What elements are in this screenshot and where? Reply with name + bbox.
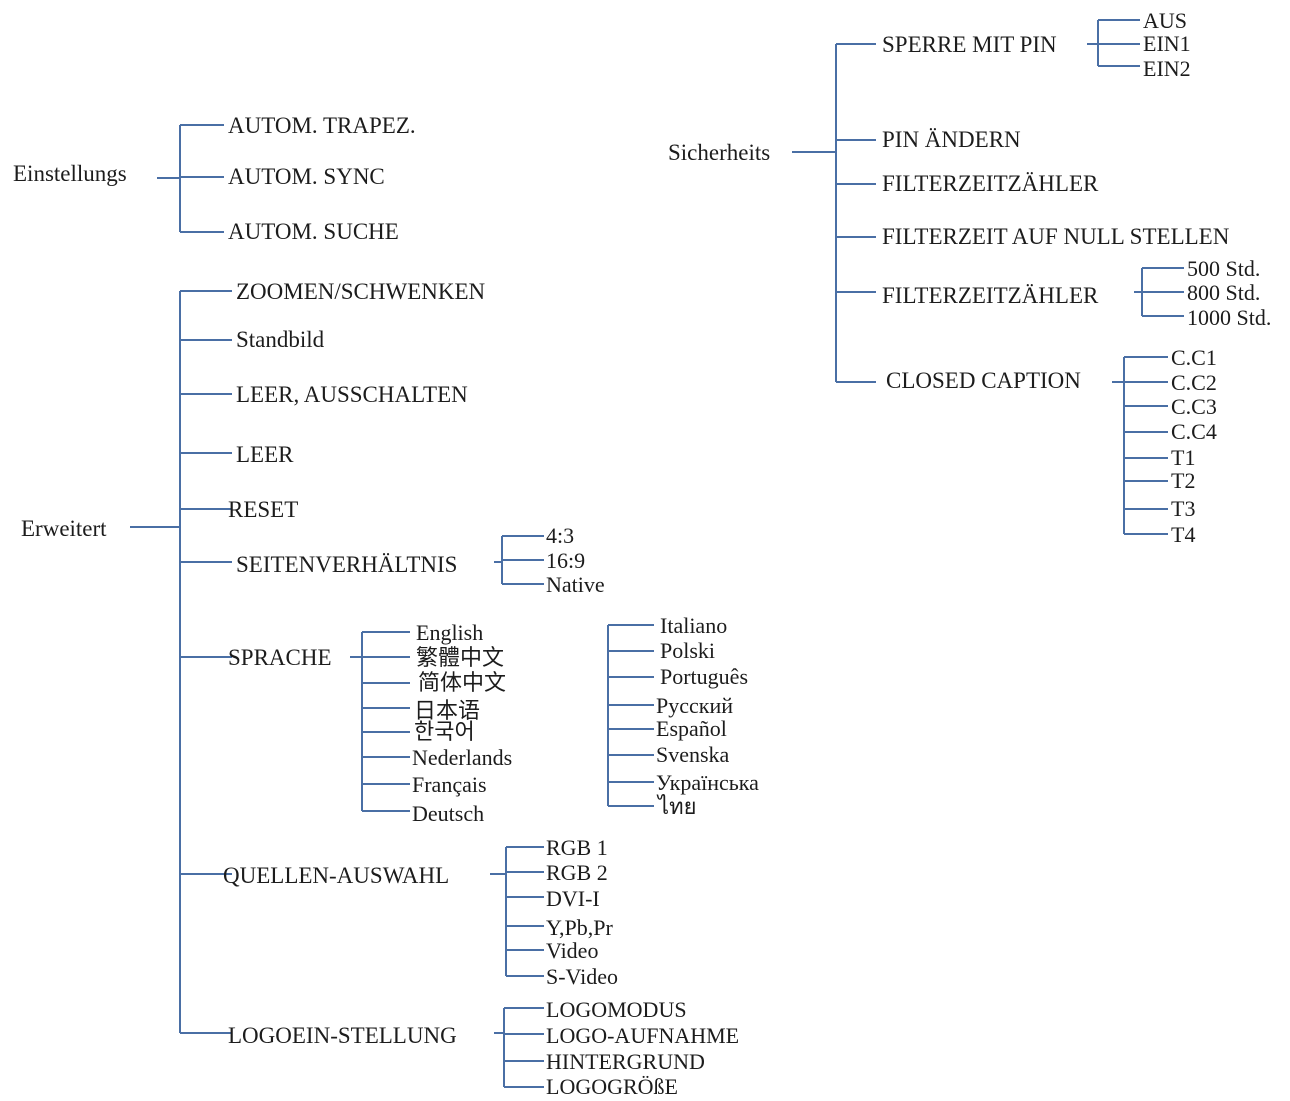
node-einstellungs: Einstellungs xyxy=(13,161,127,186)
lang-korean: 한국어 xyxy=(414,719,475,744)
node-filterzeit-null-stellen: FILTERZEIT AUF NULL STELLEN xyxy=(882,224,1230,249)
option-16-9: 16:9 xyxy=(546,548,586,573)
cc-t4: T4 xyxy=(1171,522,1196,547)
option-4-3: 4:3 xyxy=(546,523,575,548)
node-erweitert: Erweitert xyxy=(21,516,107,541)
pin-ein2: EIN2 xyxy=(1143,56,1191,81)
lang-english: English xyxy=(416,620,484,645)
node-reset: RESET xyxy=(228,497,299,522)
pin-aus: AUS xyxy=(1143,8,1188,33)
lang-deutsch: Deutsch xyxy=(412,801,485,826)
source-dvi-i: DVI-I xyxy=(546,886,600,911)
logo-hintergrund: HINTERGRUND xyxy=(546,1049,705,1074)
logo-logo-aufnahme: LOGO-AUFNAHME xyxy=(546,1023,740,1048)
node-leer: LEER xyxy=(236,442,294,467)
cc-c3: C.C3 xyxy=(1171,394,1217,419)
filter-500-std: 500 Std. xyxy=(1187,256,1261,281)
node-autom-sync: AUTOM. SYNC xyxy=(228,164,385,189)
filter-800-std: 800 Std. xyxy=(1187,280,1261,305)
node-zoomen-schwenken: ZOOMEN/SCHWENKEN xyxy=(236,279,486,304)
logo-logomodus: LOGOMODUS xyxy=(546,997,687,1022)
lang-russian: Русский xyxy=(656,693,733,718)
option-native: Native xyxy=(546,572,605,597)
logo-logogroesse: LOGOGRÖßE xyxy=(546,1074,678,1099)
cc-t2: T2 xyxy=(1171,468,1196,493)
lang-simplified-chinese: 简体中文 xyxy=(418,670,507,695)
cc-c1: C.C1 xyxy=(1171,345,1217,370)
source-rgb-2: RGB 2 xyxy=(546,860,608,885)
lang-italiano: Italiano xyxy=(660,613,728,638)
node-sperre-mit-pin: SPERRE MIT PIN xyxy=(882,32,1057,57)
lang-nederlands: Nederlands xyxy=(412,745,513,770)
node-autom-suche: AUTOM. SUCHE xyxy=(228,219,399,244)
cc-t3: T3 xyxy=(1171,496,1196,521)
cc-c4: C.C4 xyxy=(1171,419,1217,444)
source-video: Video xyxy=(546,938,599,963)
lang-thai: ไทย xyxy=(658,794,697,819)
source-s-video: S-Video xyxy=(546,964,619,989)
lang-japanese: 日本语 xyxy=(414,698,481,723)
lang-portugues: Português xyxy=(660,664,748,689)
node-quellen-auswahl: QUELLEN-AUSWAHL xyxy=(223,863,450,888)
lang-traditional-chinese: 繁體中文 xyxy=(416,645,505,670)
node-seitenverhaeltnis: SEITENVERHÄLTNIS xyxy=(236,552,458,577)
node-sicherheits: Sicherheits xyxy=(668,140,771,165)
lang-francais: Français xyxy=(412,772,487,797)
node-closed-caption: CLOSED CAPTION xyxy=(886,368,1081,393)
source-ypbpr: Y,Pb,Pr xyxy=(546,915,613,940)
node-autom-trapez: AUTOM. TRAPEZ. xyxy=(228,113,416,138)
filter-1000-std: 1000 Std. xyxy=(1187,305,1272,330)
source-rgb-1: RGB 1 xyxy=(546,835,608,860)
lang-polski: Polski xyxy=(660,638,716,663)
pin-ein1: EIN1 xyxy=(1143,31,1191,56)
cc-t1: T1 xyxy=(1171,445,1196,470)
lang-svenska: Svenska xyxy=(656,742,730,767)
cc-c2: C.C2 xyxy=(1171,370,1217,395)
node-logoein-stellung: LOGOEIN-STELLUNG xyxy=(228,1023,457,1048)
node-leer-ausschalten: LEER, AUSSCHALTEN xyxy=(236,382,468,407)
lang-ukrainian: Українська xyxy=(656,770,759,795)
node-pin-aendern: PIN ÄNDERN xyxy=(882,127,1021,152)
node-standbild: Standbild xyxy=(236,327,325,352)
node-filterzeitzaehler-1: FILTERZEITZÄHLER xyxy=(882,171,1099,196)
node-sprache: SPRACHE xyxy=(228,645,332,670)
node-filterzeitzaehler-2: FILTERZEITZÄHLER xyxy=(882,283,1099,308)
lang-espanol: Español xyxy=(656,716,727,741)
